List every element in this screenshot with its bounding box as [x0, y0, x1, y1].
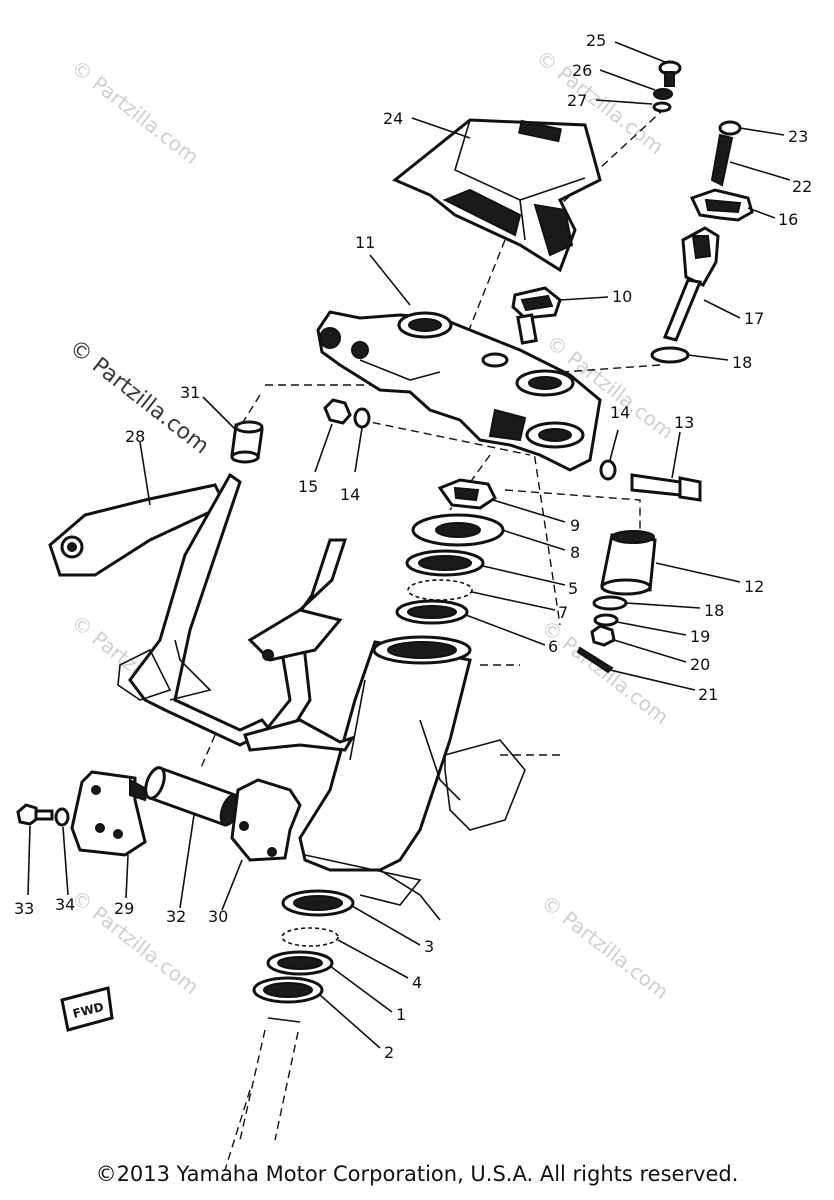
part-5-race — [405, 549, 485, 577]
part-28-bracket — [48, 472, 356, 752]
label-23: 23 — [788, 127, 808, 146]
part-labels: 25 26 27 23 22 16 17 18 24 11 10 31 28 1… — [14, 31, 812, 1062]
part-1-race — [266, 950, 334, 976]
label-14-left: 14 — [340, 485, 360, 504]
label-3: 3 — [424, 937, 434, 956]
label-13: 13 — [674, 413, 694, 432]
copyright-notice: ©2013 Yamaha Motor Corporation, U.S.A. A… — [95, 1162, 739, 1186]
label-24: 24 — [383, 109, 403, 128]
part-32-sleeve — [144, 766, 241, 827]
part-29-plate — [70, 770, 150, 857]
part-31-bushing — [230, 420, 264, 464]
steering-stem — [239, 1017, 301, 1141]
label-17: 17 — [744, 309, 764, 328]
watermark-8: © Partzilla.com — [537, 890, 673, 1004]
part-24-upper-holder — [392, 118, 602, 273]
part-7-ball-bearings — [407, 579, 473, 601]
part-19-washer — [593, 613, 619, 627]
part-33-bolt — [16, 803, 54, 826]
label-34: 34 — [55, 895, 75, 914]
part-21-pin — [576, 646, 614, 674]
label-10: 10 — [612, 287, 632, 306]
label-29: 29 — [114, 899, 134, 918]
part-2-seal — [252, 976, 324, 1004]
part-4-ball-bearings — [281, 927, 339, 947]
part-13-bolt — [630, 473, 702, 502]
part-34-washer — [54, 807, 70, 827]
part-17-holder-stud — [662, 226, 720, 342]
part-20-nut — [590, 624, 616, 647]
watermark-1: © Partzilla.com — [67, 55, 203, 169]
label-6: 6 — [548, 637, 558, 656]
part-18-washer-bottom — [592, 595, 628, 611]
label-9: 9 — [570, 516, 580, 535]
label-22: 22 — [792, 177, 812, 196]
label-8: 8 — [570, 543, 580, 562]
label-1: 1 — [396, 1005, 406, 1024]
label-26: 26 — [572, 61, 592, 80]
label-27: 27 — [567, 91, 587, 110]
label-5: 5 — [568, 579, 578, 598]
part-15-nut — [323, 398, 352, 425]
steering-head-pipe — [298, 635, 526, 921]
part-9-nut — [437, 478, 497, 510]
label-19: 19 — [690, 627, 710, 646]
fwd-arrow: FWD — [60, 986, 114, 1032]
label-2: 2 — [384, 1043, 394, 1062]
label-7: 7 — [558, 603, 568, 622]
part-6-race — [395, 599, 469, 625]
label-16: 16 — [778, 210, 798, 229]
part-8-washer — [411, 513, 505, 547]
label-31: 31 — [180, 383, 200, 402]
label-18-top: 18 — [732, 353, 752, 372]
part-30-plate — [230, 778, 302, 862]
label-12: 12 — [744, 577, 764, 596]
part-14-washer-left — [353, 407, 371, 429]
part-18-washer-top — [650, 346, 690, 364]
label-32: 32 — [166, 907, 186, 926]
part-16-holder-cap — [689, 188, 754, 222]
label-11: 11 — [355, 233, 375, 252]
label-25: 25 — [586, 31, 606, 50]
part-25-27-bolt — [652, 60, 682, 113]
label-18-bottom: 18 — [704, 601, 724, 620]
label-15: 15 — [298, 477, 318, 496]
part-11-crown — [316, 310, 602, 472]
part-3-race — [281, 889, 355, 917]
part-22-23-bolt — [710, 120, 742, 187]
watermark-7: © Partzilla.com — [67, 885, 203, 999]
label-28: 28 — [125, 427, 145, 446]
part-12-spacer — [600, 530, 657, 596]
leader-lines — [27, 41, 791, 1049]
part-10-bolt — [511, 286, 562, 345]
label-30: 30 — [208, 907, 228, 926]
label-14-right: 14 — [610, 403, 630, 422]
label-21: 21 — [698, 685, 718, 704]
label-33: 33 — [14, 899, 34, 918]
label-20: 20 — [690, 655, 710, 674]
label-4: 4 — [412, 973, 422, 992]
part-14-washer-right — [599, 459, 617, 481]
